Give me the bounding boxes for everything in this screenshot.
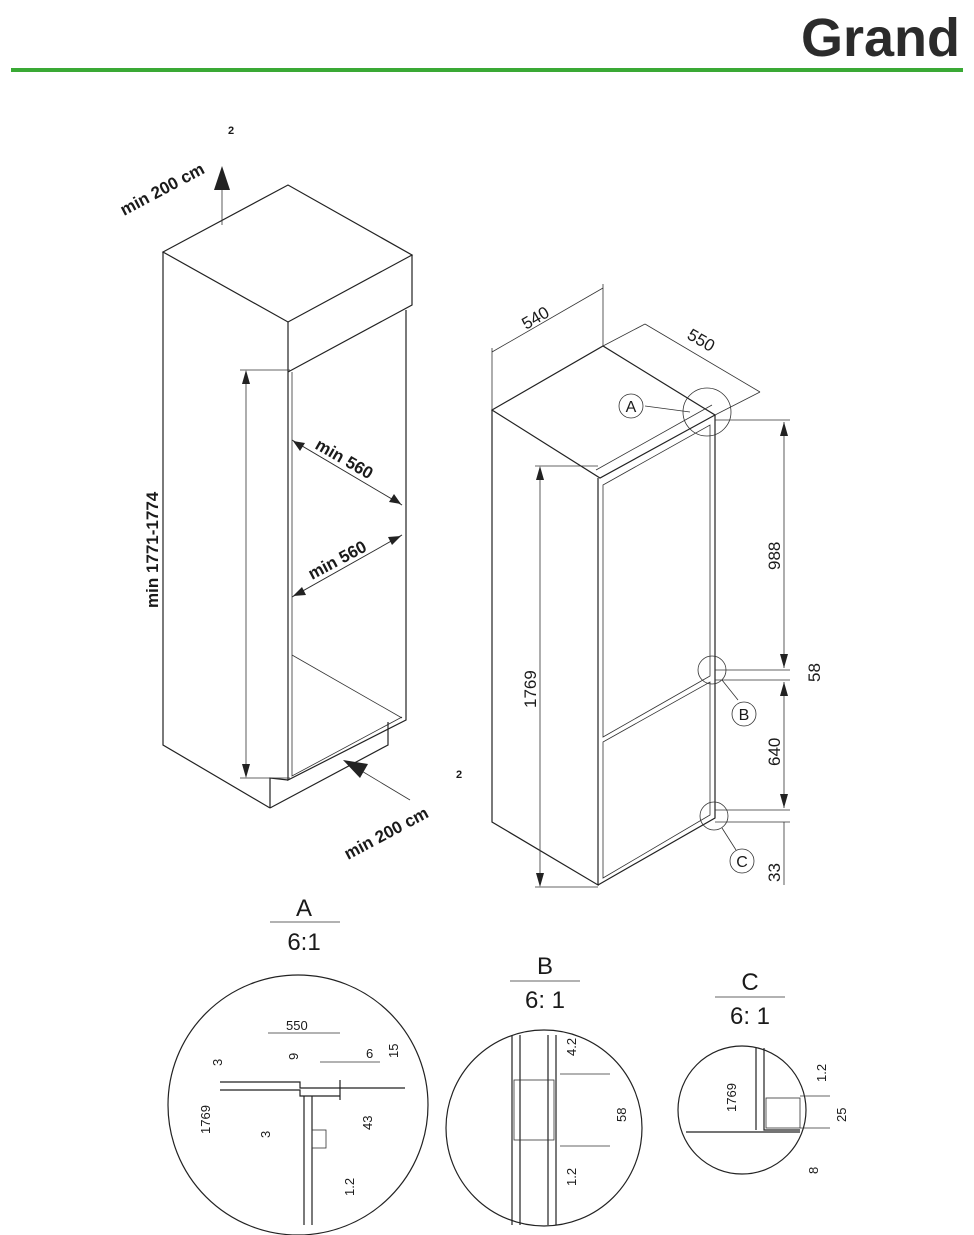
gap-label: 58	[805, 663, 824, 682]
detail-c-1-2: 1.2	[814, 1064, 829, 1082]
bottom-vent-arrow	[354, 766, 411, 801]
niche-opening	[287, 310, 407, 781]
upper-door	[602, 424, 711, 738]
appliance-height-label: 1769	[521, 670, 540, 708]
detail-a-15: 15	[386, 1044, 401, 1058]
detail-a-3-bottom: 3	[258, 1131, 273, 1138]
callout-c-label: C	[736, 854, 748, 871]
detail-c-circle	[677, 1045, 807, 1175]
appliance-width-dim	[491, 287, 604, 353]
detail-b-58: 58	[614, 1108, 629, 1122]
upper-height-label: 988	[765, 542, 784, 570]
appliance-depth-label: 550	[684, 325, 718, 356]
header-divider	[11, 68, 963, 72]
callout-circle-c	[699, 801, 729, 831]
detail-a: A 6:1 550 3 9 6 15 1769 3 43 1.2	[167, 895, 429, 1235]
niche-height-label: min 1771-1774	[143, 491, 162, 608]
niche-top	[161, 184, 414, 323]
detail-c: C 6: 1 1769 1.2 25 8	[677, 969, 849, 1175]
niche-width-label: min 560	[305, 537, 370, 583]
detail-a-550: 550	[286, 1018, 308, 1033]
niche-drawing: min 200 cm 2 min 1771-1774 min 560 min 5…	[117, 125, 462, 864]
appliance-front	[597, 415, 716, 886]
detail-a-1769: 1769	[198, 1105, 213, 1134]
detail-a-circle	[167, 974, 429, 1235]
bottom-vent-exponent: 2	[456, 769, 462, 781]
detail-c-25: 25	[834, 1108, 849, 1122]
detail-b: B 6: 1 4.2 58 1.2	[445, 953, 643, 1227]
lower-height-label: 640	[765, 738, 784, 766]
detail-a-letter: A	[296, 895, 312, 922]
lower-door	[602, 681, 711, 879]
appliance-depth-dim	[644, 323, 761, 393]
bottom-vent-arrow-head	[343, 760, 368, 778]
detail-c-1769: 1769	[724, 1083, 739, 1112]
appliance-top	[490, 345, 717, 479]
detail-b-4-2: 4.2	[564, 1038, 579, 1056]
appliance-left-side	[491, 410, 599, 887]
callout-circle-a	[682, 387, 732, 437]
niche-depth-label: min 560	[312, 435, 376, 483]
callout-b-label: B	[739, 707, 750, 724]
callout-circle-b	[697, 655, 727, 685]
detail-b-1-2: 1.2	[564, 1168, 579, 1186]
appliance-width-label: 540	[519, 303, 553, 334]
detail-b-letter: B	[537, 953, 553, 980]
top-vent-label: min 200 cm	[117, 159, 208, 219]
top-vent-arrow-head	[214, 166, 230, 190]
callout-a-label: A	[626, 399, 637, 416]
detail-a-1-2: 1.2	[342, 1178, 357, 1196]
appliance-drawing: 540 550 1769 988 58 640	[490, 284, 824, 888]
detail-c-letter: C	[741, 969, 758, 996]
detail-c-8: 8	[806, 1167, 821, 1174]
detail-b-circle	[445, 1029, 643, 1227]
detail-c-scale: 6: 1	[730, 1003, 770, 1030]
niche-width-dim	[291, 534, 403, 598]
grand-logo: Grand	[801, 8, 960, 68]
detail-a-43: 43	[360, 1116, 375, 1130]
logo-text: Grand	[801, 8, 960, 68]
detail-a-6: 6	[366, 1046, 373, 1061]
bottom-gap-label: 33	[765, 863, 784, 882]
detail-b-scale: 6: 1	[525, 987, 565, 1014]
detail-a-9: 9	[286, 1053, 301, 1060]
bottom-vent-label: min 200 cm	[341, 803, 432, 863]
niche-depth-dim	[291, 439, 403, 506]
detail-a-3-top: 3	[210, 1059, 225, 1066]
top-vent-exponent: 2	[228, 125, 234, 137]
detail-a-scale: 6:1	[287, 929, 320, 956]
niche-left-wall	[162, 252, 271, 809]
